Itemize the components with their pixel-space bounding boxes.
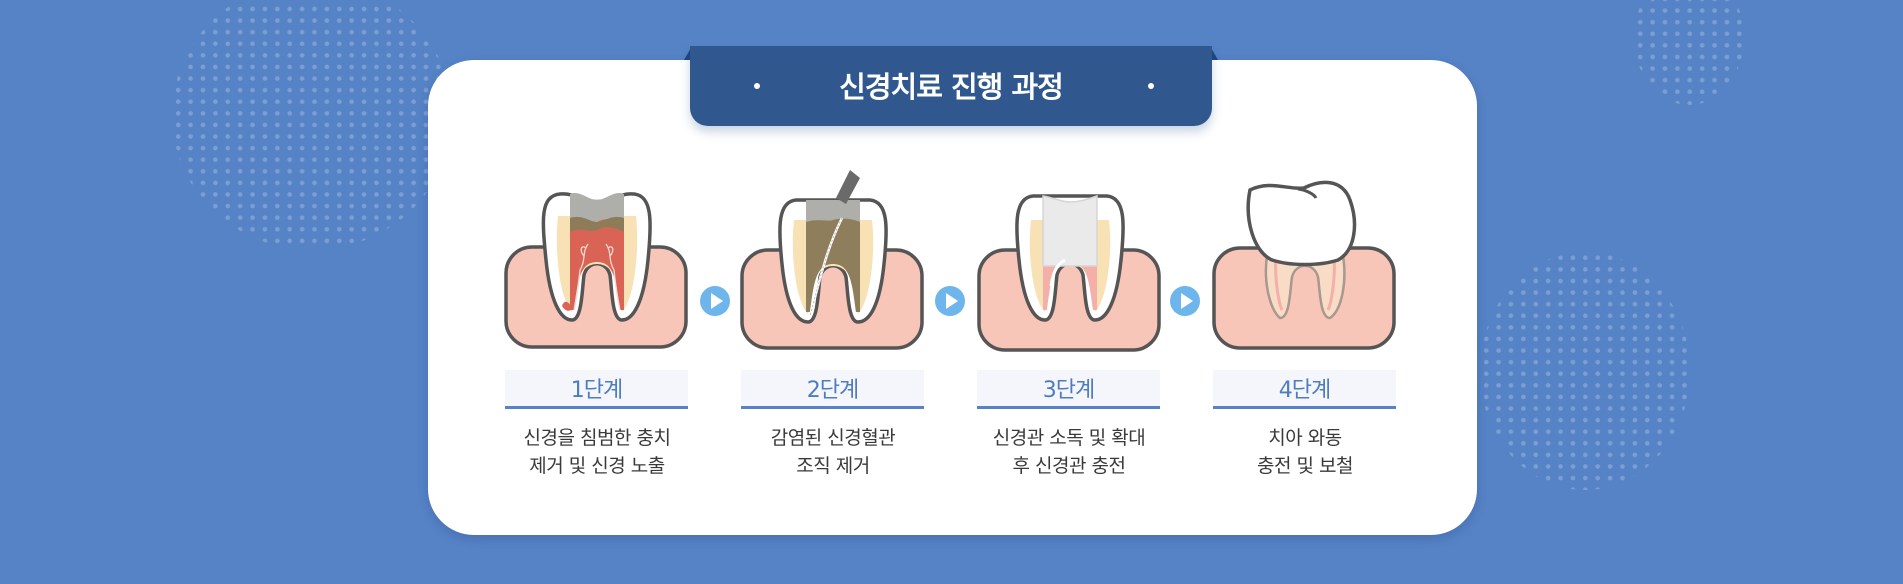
step-4-desc-line2: 충전 및 보철 [1257,455,1353,477]
tooth-crown-icon [1212,180,1396,350]
dot-pattern-top-left [172,0,452,250]
bullet-dot-icon [754,83,760,89]
step-1-description: 신경을 침범한 충치 제거 및 신경 노출 [477,424,717,480]
dot-pattern-bottom-right [1480,252,1690,490]
play-arrow-icon [700,286,730,316]
step-3-desc-line2: 후 신경관 충전 [1012,455,1126,477]
step-4-label: 4단계 [1213,370,1396,409]
step-4-desc-line1: 치아 와동 [1268,427,1342,449]
step-2-description: 감염된 신경혈관 조직 제거 [713,424,953,480]
banner-fold-right [1210,46,1218,60]
tooth-decay-icon [504,192,688,349]
step-3-description: 신경관 소독 및 확대 후 신경관 충전 [949,424,1189,480]
play-arrow-icon [935,286,965,316]
step-1-desc-line2: 제거 및 신경 노출 [529,455,665,477]
page-title: 신경치료 진행 과정 [839,70,1064,104]
banner-fold-left [684,46,692,60]
step-2-desc-line1: 감염된 신경혈관 [770,427,896,449]
step-2-label: 2단계 [741,370,924,409]
title-banner: 신경치료 진행 과정 [684,46,1218,128]
banner-body: 신경치료 진행 과정 [690,46,1212,126]
step-1-desc-line1: 신경을 침범한 충치 [523,427,671,449]
step-4-description: 치아 와동 충전 및 보철 [1185,424,1425,480]
tooth-file-icon [740,170,924,350]
bullet-dot-icon [1148,83,1154,89]
tooth-filled-canal-icon [977,194,1161,352]
step-1-label: 1단계 [505,370,688,409]
play-arrow-icon [1170,286,1200,316]
step-3-label: 3단계 [977,370,1160,409]
step-2-desc-line2: 조직 제거 [796,455,870,477]
step-3-desc-line1: 신경관 소독 및 확대 [992,427,1146,449]
dot-pattern-top-right [1634,0,1744,105]
